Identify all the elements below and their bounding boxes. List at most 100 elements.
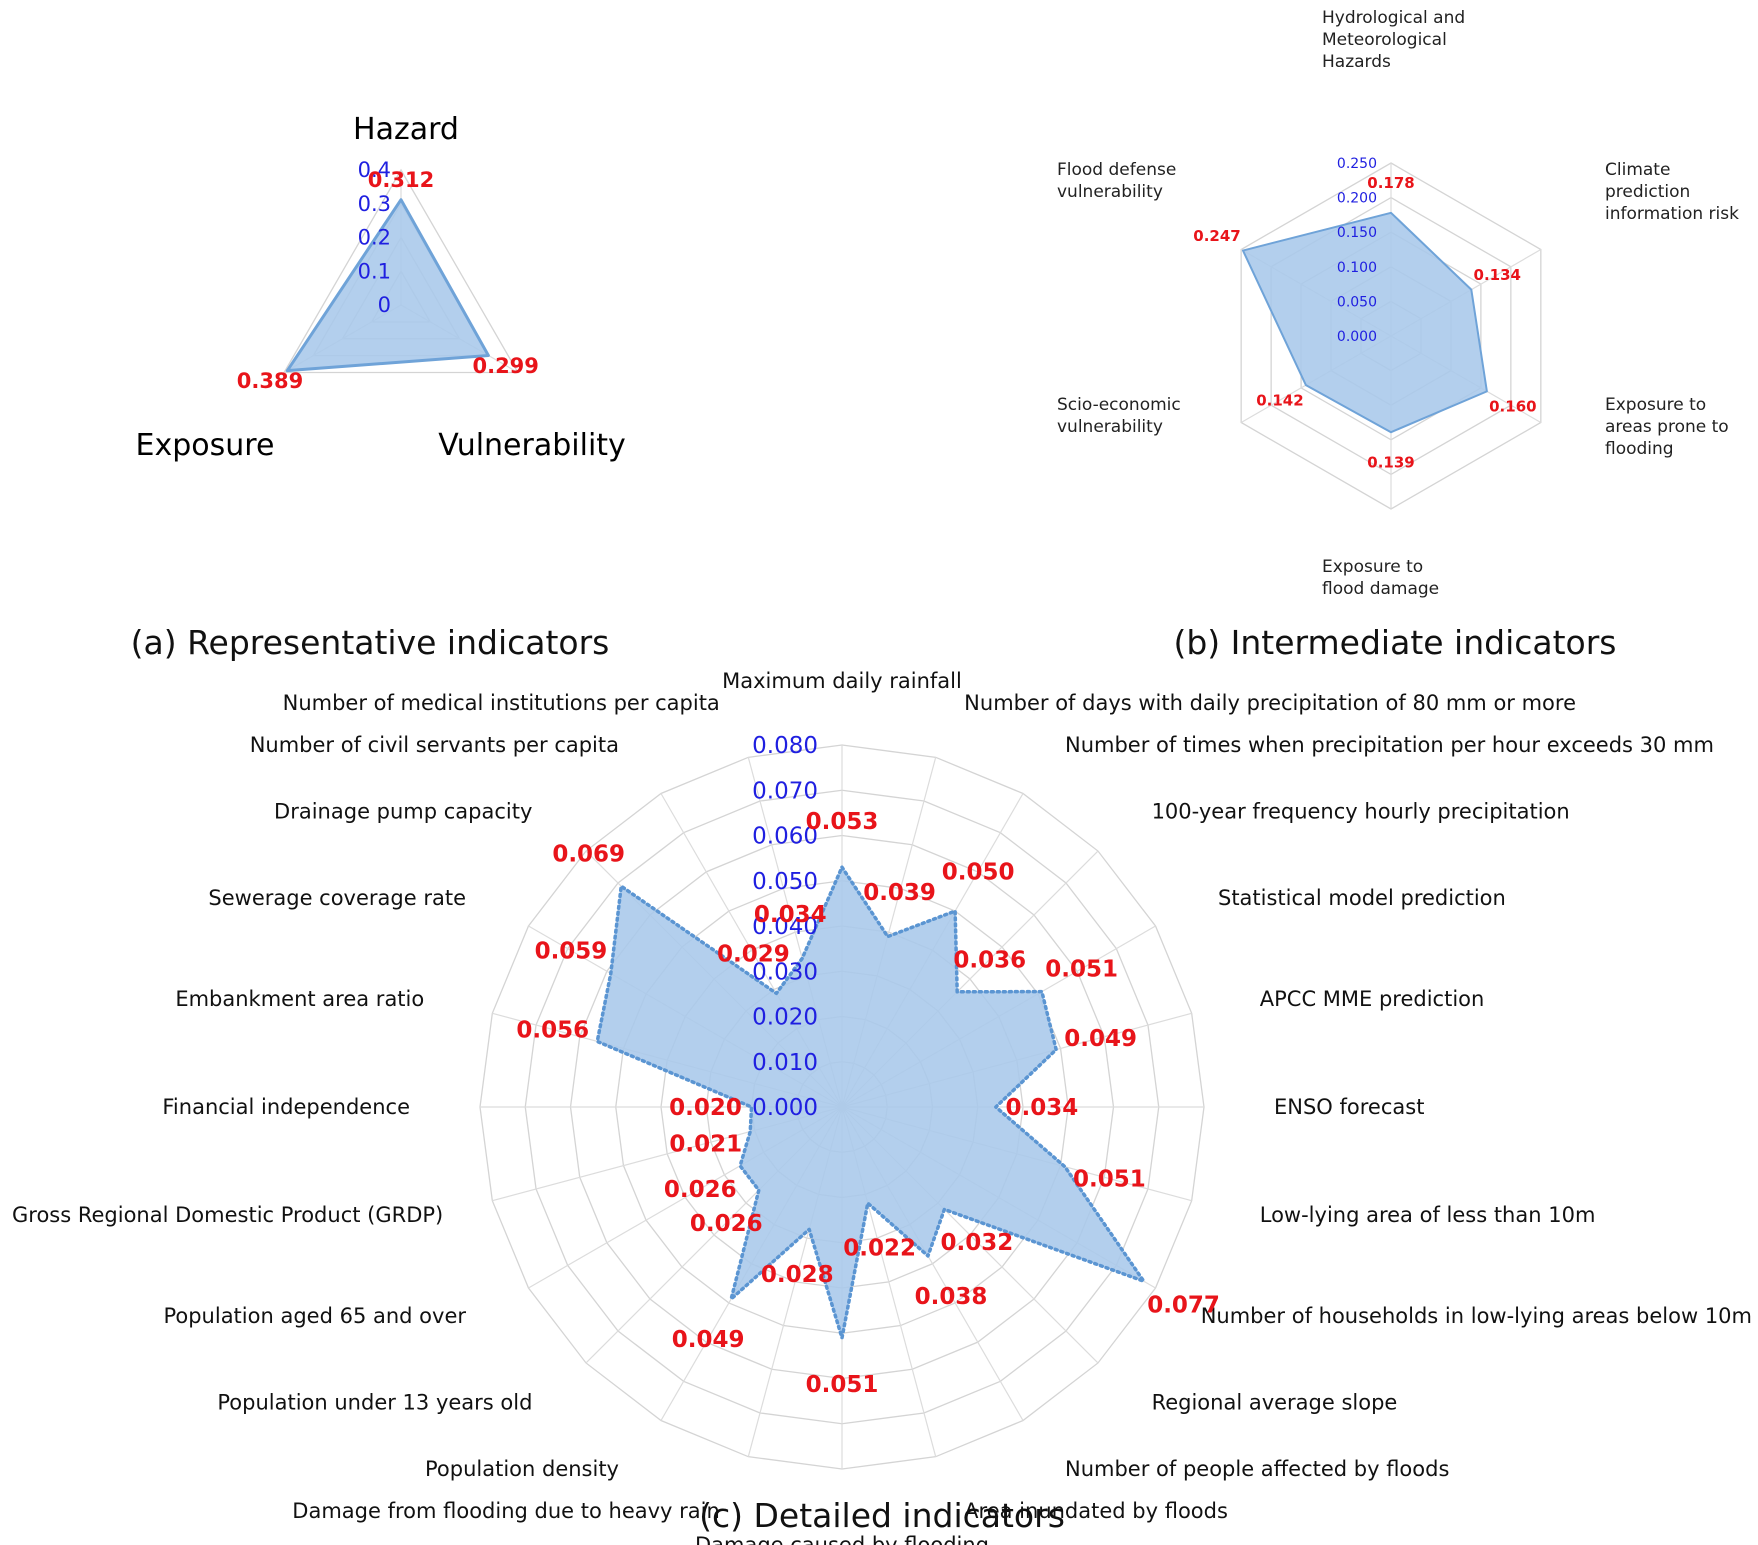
- category-label: Drainage pump capacity: [274, 799, 532, 823]
- category-label: Population density: [425, 1457, 619, 1481]
- radar-chart-representative: 00.10.20.30.4 HazardVulnerabilityExposur…: [131, 112, 626, 662]
- tick-label: 0.050: [1337, 294, 1377, 310]
- value-label: 0.139: [1367, 453, 1414, 471]
- value-label: 0.032: [941, 1230, 1014, 1256]
- value-label: 0.034: [754, 902, 827, 928]
- series-area: [595, 865, 1146, 1340]
- value-label: 0.026: [690, 1211, 763, 1237]
- value-label: 0.178: [1367, 174, 1414, 192]
- category-label: APCC MME prediction: [1260, 987, 1485, 1011]
- category-label: Low-lying area of less than 10m: [1260, 1203, 1596, 1227]
- tick-label: 0.100: [1337, 260, 1377, 276]
- value-label: 0.077: [1147, 1292, 1220, 1318]
- value-label: 0.051: [1073, 1167, 1146, 1193]
- category-label: Number of civil servants per capita: [250, 733, 619, 757]
- category-label: Hazard: [353, 112, 459, 147]
- series-area: [1241, 211, 1488, 434]
- tick-label: 0.080: [752, 733, 818, 759]
- radar-value-labels: 0.178 0.134 0.160 0.139 0.142 0.247: [1193, 174, 1536, 471]
- value-label: 0.036: [953, 947, 1026, 973]
- category-label: Vulnerability: [438, 428, 626, 463]
- tick-label: 0.4: [358, 158, 391, 182]
- category-label: Population under 13 years old: [217, 1391, 532, 1415]
- tick-label: 0.3: [358, 192, 391, 216]
- category-label: Statistical model prediction: [1218, 886, 1506, 910]
- value-label: 0.134: [1474, 266, 1521, 284]
- chart-caption: (b) Intermediate indicators: [1173, 623, 1616, 662]
- tick-label: 0.040: [752, 914, 818, 940]
- category-label: Number of days with daily precipitation …: [964, 691, 1576, 715]
- category-label: Number of households in low-lying areas …: [1201, 1304, 1752, 1328]
- radar-chart-detailed: 0.000 0.010 0.020 0.030 0.040 0.050 0.060 0.070…: [12, 669, 1752, 1545]
- value-label: 0.028: [761, 1262, 834, 1288]
- radar-tick-labels: 0.0000.0100.0200.0300.0400.0500.0600.070…: [752, 733, 818, 1121]
- value-label: 0.247: [1193, 227, 1240, 245]
- tick-label: 0.000: [1337, 329, 1377, 345]
- value-label: 0.021: [669, 1132, 742, 1158]
- value-label: 0.069: [552, 842, 625, 868]
- value-label: 0.053: [806, 809, 879, 835]
- tick-label: 0.000: [752, 1095, 818, 1121]
- category-label: Financial independence: [162, 1095, 410, 1119]
- category-label: Area inundated by floods: [964, 1499, 1228, 1523]
- radar-area: [285, 198, 490, 373]
- value-label: 0.051: [806, 1372, 879, 1398]
- value-label: 0.056: [516, 1018, 589, 1044]
- radar-tick-labels: 0.000 0.050 0.100 0.150 0.200 0.250: [1337, 156, 1377, 345]
- value-label: 0.020: [669, 1095, 742, 1121]
- value-label: 0.389: [237, 369, 303, 393]
- category-label: Number of people affected by floods: [1065, 1457, 1449, 1481]
- chart-caption: (a) Representative indicators: [131, 623, 610, 662]
- radar-area: [1241, 211, 1488, 434]
- value-label: 0.299: [472, 354, 538, 378]
- tick-label: 0.1: [358, 259, 391, 283]
- series-area: [285, 198, 490, 373]
- category-label: Damage caused by flooding: [695, 1533, 989, 1545]
- value-label: 0.029: [717, 942, 790, 968]
- radar-value-labels: 0.312 0.299 0.389: [237, 168, 539, 393]
- radar-tick-labels: 00.10.20.30.4: [358, 158, 391, 317]
- tick-label: 0.200: [1337, 191, 1377, 207]
- category-label: Number of medical institutions per capit…: [283, 691, 720, 715]
- tick-label: 0.060: [752, 824, 818, 850]
- value-label: 0.039: [863, 880, 936, 906]
- value-label: 0.312: [368, 168, 434, 192]
- category-label: Gross Regional Domestic Product (GRDP): [12, 1203, 443, 1227]
- category-label: Damage from flooding due to heavy rain: [292, 1499, 720, 1523]
- value-label: 0.034: [1005, 1095, 1078, 1121]
- tick-label: 0.150: [1337, 225, 1377, 241]
- tick-label: 0.030: [752, 959, 818, 985]
- category-label: Embankment area ratio: [175, 987, 424, 1011]
- tick-label: 0.010: [752, 1050, 818, 1076]
- value-label: 0.142: [1256, 391, 1303, 409]
- category-label: Number of times when precipitation per h…: [1065, 733, 1714, 757]
- value-label: 0.026: [664, 1177, 737, 1203]
- category-label: Sewerage coverage rate: [208, 886, 466, 910]
- radar-chart-intermediate: 0.000 0.050 0.100 0.150 0.200 0.250 Hydrologi…: [1057, 8, 1739, 662]
- tick-label: 0.070: [752, 778, 818, 804]
- value-label: 0.051: [1045, 957, 1118, 983]
- radar-area: [595, 865, 1146, 1340]
- tick-label: 0.250: [1337, 156, 1377, 172]
- chart-caption: (c) Detailed indicators: [699, 1496, 1065, 1535]
- value-label: 0.049: [1064, 1026, 1137, 1052]
- value-label: 0.059: [535, 939, 608, 965]
- category-label: Population aged 65 and over: [163, 1304, 466, 1328]
- category-label: Maximum daily rainfall: [722, 669, 962, 693]
- tick-label: 0.2: [358, 226, 391, 250]
- value-label: 0.038: [915, 1284, 988, 1310]
- tick-label: 0.050: [752, 869, 818, 895]
- value-label: 0.049: [672, 1327, 745, 1353]
- value-label: 0.022: [843, 1236, 916, 1262]
- value-label: 0.050: [942, 859, 1015, 885]
- value-label: 0.160: [1489, 398, 1536, 416]
